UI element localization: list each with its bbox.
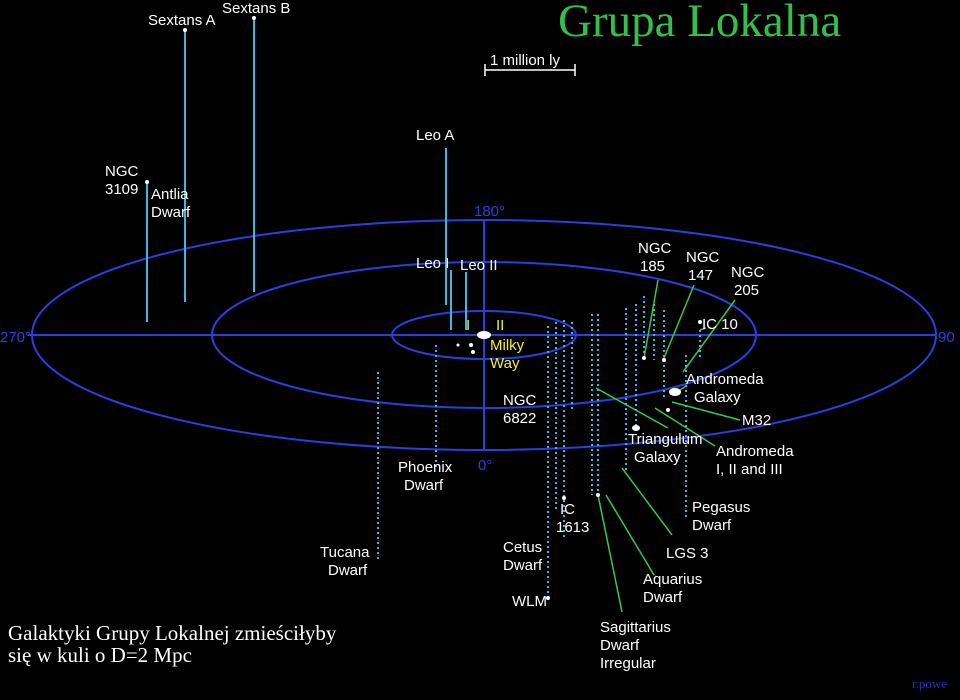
label-sextans-a: Sextans A (148, 12, 216, 29)
label-leo-a: Leo A (416, 127, 454, 144)
label-sextans-b: Sextans B (222, 0, 290, 17)
scale-bar (484, 64, 576, 76)
label-leo-i: Leo I (416, 255, 449, 272)
stalks-below (377, 296, 701, 598)
label-lgs3: LGS 3 (666, 545, 709, 562)
angle-label-0: 0° (478, 457, 492, 474)
label-wlm: WLM (512, 593, 547, 610)
label-m32: M32 (742, 412, 771, 429)
credit-text: r.powe (912, 676, 948, 691)
label-roman-i: I (466, 317, 470, 334)
label-ic10: IC 10 (702, 316, 738, 333)
label-roman-ii: II (496, 317, 504, 334)
label-leo-ii: Leo II (460, 257, 498, 274)
andromeda-dot (669, 388, 681, 396)
stalks-above (146, 18, 467, 330)
caption: Galaktyki Grupy Lokalnej zmieściłyby się… (8, 622, 336, 666)
angle-label-270: 270° (0, 329, 31, 346)
caption-line-1: Galaktyki Grupy Lokalnej zmieściłyby (8, 621, 337, 645)
galaxy-dots (145, 16, 702, 600)
scale-bar-label: 1 million ly (490, 52, 561, 69)
triangulum-dot (632, 425, 640, 431)
angle-label-180: 180° (474, 203, 505, 220)
milky-way-dot (477, 331, 491, 339)
page-title: Grupa Lokalna (558, 0, 842, 47)
caption-line-2: się w kuli o D=2 Mpc (8, 643, 192, 667)
angle-label-90: 90 (938, 329, 955, 346)
